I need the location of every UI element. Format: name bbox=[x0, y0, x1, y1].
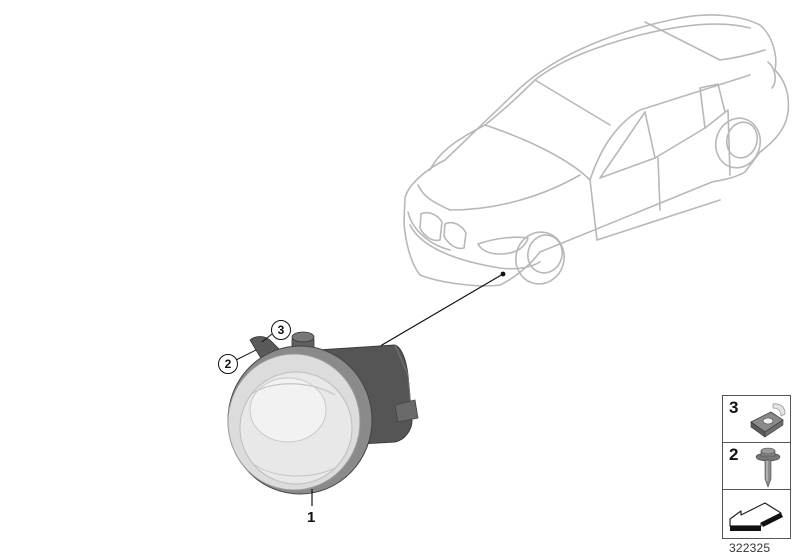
callout-3[interactable]: 3 bbox=[271, 320, 291, 340]
fog-light-illustration bbox=[227, 331, 419, 506]
clip-nut-icon bbox=[750, 403, 786, 438]
screw-icon bbox=[755, 447, 781, 488]
part-label-1[interactable]: 1 bbox=[307, 509, 316, 526]
legend-number: 3 bbox=[729, 398, 739, 417]
legend-number: 2 bbox=[729, 445, 739, 464]
leader-line-to-car bbox=[364, 271, 506, 356]
legend-item-clip-nut[interactable]: 3 bbox=[723, 396, 790, 443]
diagram-number: 322325 bbox=[729, 541, 771, 555]
callout-2[interactable]: 2 bbox=[218, 354, 238, 374]
car-outline-illustration bbox=[403, 14, 790, 287]
parts-legend: 3 2 bbox=[722, 395, 791, 539]
legend-item-direction bbox=[723, 490, 790, 538]
direction-arrow-icon bbox=[729, 502, 783, 531]
legend-item-screw[interactable]: 2 bbox=[723, 443, 790, 490]
